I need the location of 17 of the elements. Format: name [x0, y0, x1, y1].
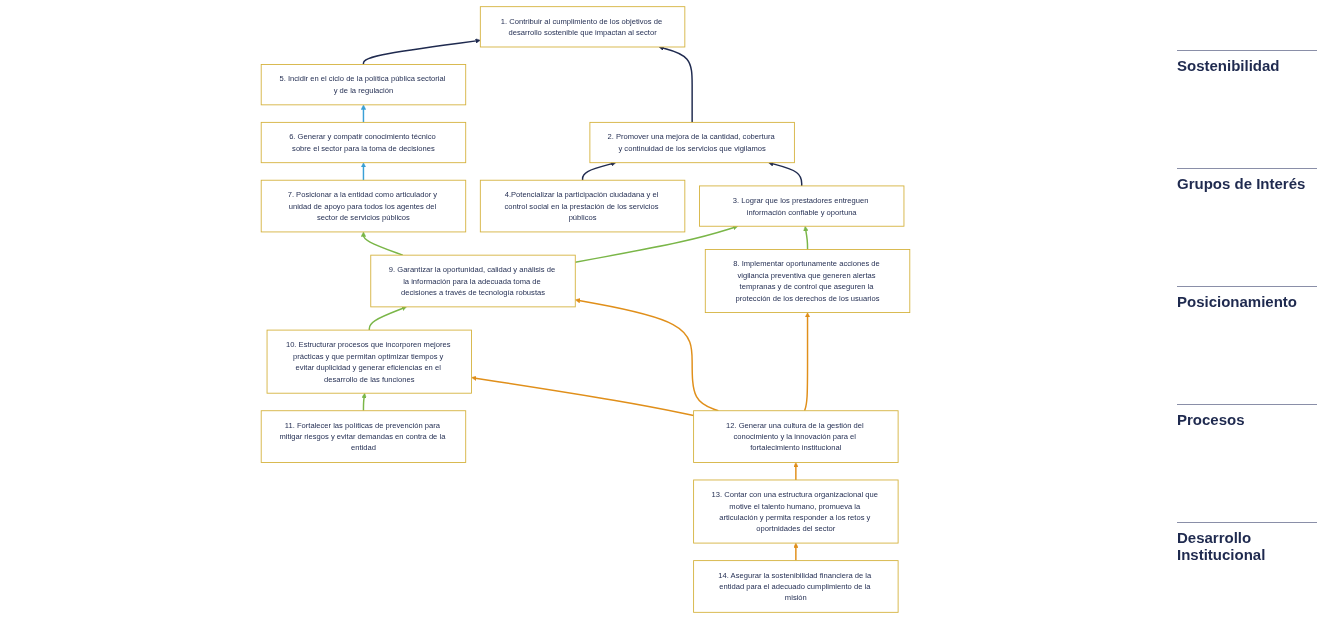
arrow	[803, 226, 809, 251]
arrow	[768, 161, 803, 187]
band-label: Sostenibilidad	[1177, 50, 1317, 80]
arrow	[574, 225, 739, 263]
arrow	[361, 392, 367, 412]
band-label: Grupos de Interés	[1177, 168, 1317, 198]
band-label: Posicionamiento	[1177, 286, 1317, 316]
arrow	[658, 45, 693, 124]
band-label: Desarrollo Institucional	[1177, 522, 1317, 569]
arrow	[793, 462, 799, 481]
arrow	[362, 38, 481, 66]
band-label: Procesos	[1177, 404, 1317, 434]
arrow	[803, 312, 811, 412]
arrow	[581, 161, 616, 181]
arrow	[368, 306, 407, 331]
arrow	[793, 542, 799, 562]
arrow	[471, 375, 695, 417]
